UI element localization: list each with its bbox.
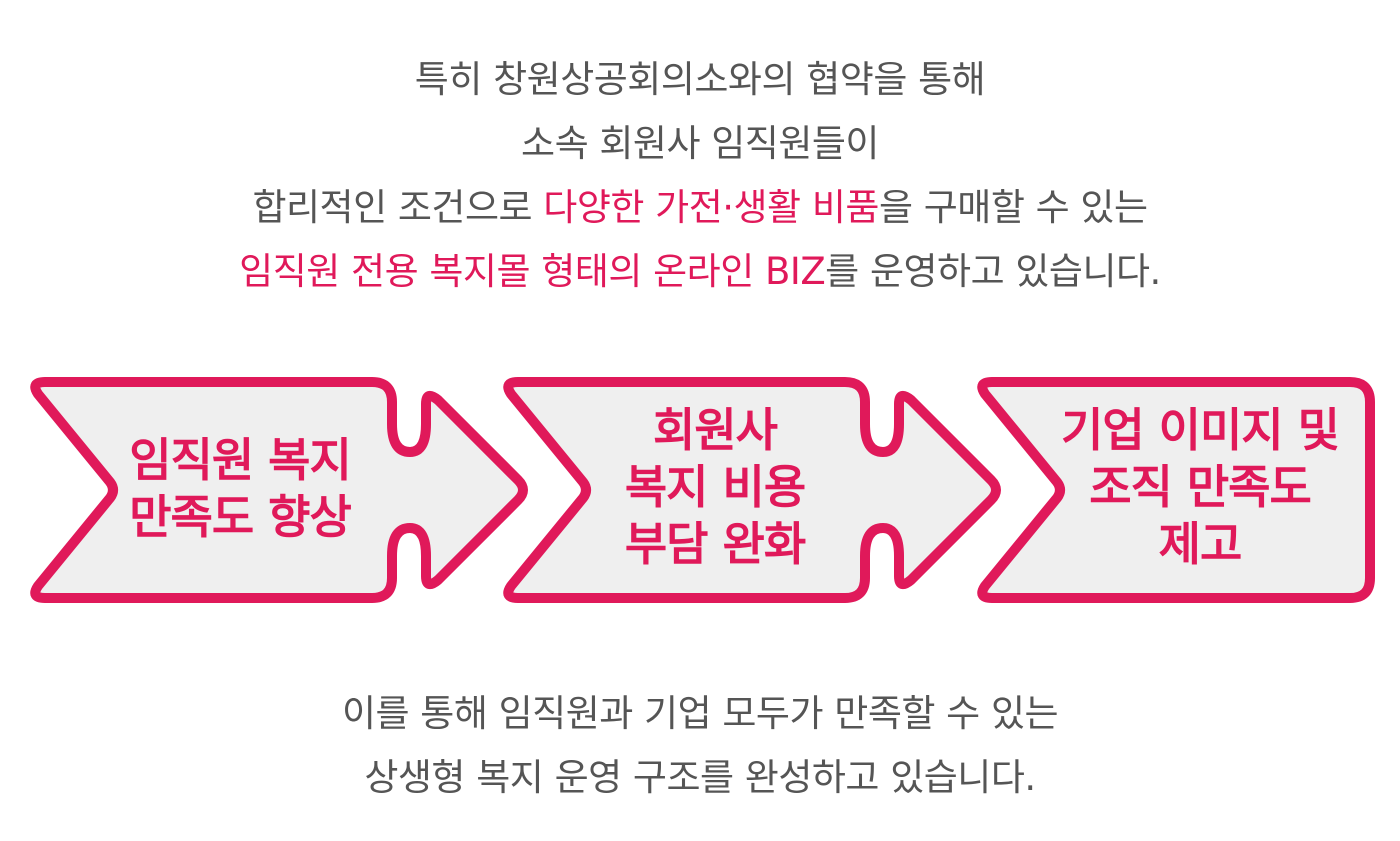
intro-line-4-post: 를 운영하고 있습니다. (825, 250, 1161, 293)
flow-step-3-line-2: 조직 만족도 (1089, 460, 1312, 514)
flow-step-2-line-1: 회원사 (653, 403, 778, 457)
flow-step-2-line-3: 부담 완화 (624, 517, 806, 571)
intro-line-4-highlight: 임직원 전용 복지몰 형태의 온라인 BIZ (239, 250, 826, 293)
outro-line-1: 이를 통해 임직원과 기업 모두가 만족할 수 있는 (341, 692, 1059, 735)
intro-line-3-highlight: 다양한 가전·생활 비품 (543, 186, 879, 229)
flow-step-3-line-1: 기업 이미지 및 (1061, 403, 1340, 457)
flow-step-1-line-2: 만족도 향상 (129, 490, 352, 544)
flow-step-1-shape (30, 377, 528, 603)
intro-line-3-post: 을 구매할 수 있는 (878, 186, 1148, 229)
intro-line-4: 임직원 전용 복지몰 형태의 온라인 BIZ를 운영하고 있습니다. (0, 240, 1400, 304)
intro-line-2: 소속 회원사 임직원들이 (521, 122, 879, 165)
intro-line-1: 특히 창원상공회의소와의 협약을 통해 (414, 58, 986, 101)
flow-step-3-line-3: 제고 (1158, 517, 1243, 571)
flow-shapes (30, 377, 1375, 603)
flow-step-1-label: 임직원 복지 만족도 향상 (100, 432, 380, 546)
intro-line-3-pre: 합리적인 조건으로 (252, 186, 544, 229)
intro-line-3: 합리적인 조건으로 다양한 가전·생활 비품을 구매할 수 있는 (0, 176, 1400, 240)
intro-paragraph: 특히 창원상공회의소와의 협약을 통해 소속 회원사 임직원들이 합리적인 조건… (0, 48, 1400, 304)
flow-diagram: 임직원 복지 만족도 향상 회원사 복지 비용 부담 완화 기업 이미지 및 조… (0, 360, 1400, 620)
flow-step-2-line-2: 복지 비용 (624, 460, 806, 514)
flow-step-3-shape (977, 377, 1375, 603)
outro-paragraph: 이를 통해 임직원과 기업 모두가 만족할 수 있는 상생형 복지 운영 구조를… (0, 682, 1400, 810)
flow-step-1-line-1: 임직원 복지 (129, 433, 352, 487)
flow-step-2-label: 회원사 복지 비용 부담 완화 (575, 402, 855, 573)
flow-step-2-shape (503, 377, 1001, 603)
outro-line-2: 상생형 복지 운영 구조를 완성하고 있습니다. (364, 756, 1036, 799)
flow-step-3-label: 기업 이미지 및 조직 만족도 제고 (1040, 402, 1360, 573)
